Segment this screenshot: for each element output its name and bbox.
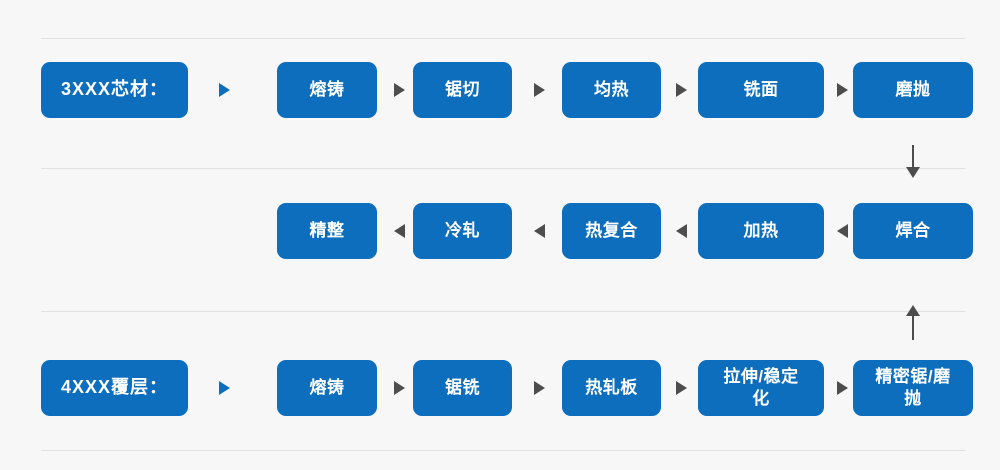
arrow-core-header-to-melt [219, 83, 230, 97]
arrow-core-soak-to-mill [676, 83, 687, 97]
node-core-melt[interactable]: 熔铸 [277, 62, 377, 118]
node-label-line1: 拉伸/稳定 [723, 366, 799, 386]
node-label: 熔铸 [309, 377, 345, 397]
node-label: 锯切 [445, 79, 480, 99]
arrow-core-mill-to-polish [837, 83, 848, 97]
node-clad-hotroll[interactable]: 热轧板 [562, 360, 661, 416]
node-clad-precise[interactable]: 精密锯/磨 抛 [853, 360, 973, 416]
arrow-clad-sawmill-to-hotroll [534, 381, 545, 395]
arrow-clad-melt-to-sawmill [394, 381, 405, 395]
connector-row2-to-row3-arrow [906, 305, 920, 345]
node-core-soak[interactable]: 均热 [562, 62, 661, 118]
node-core-saw[interactable]: 锯切 [413, 62, 512, 118]
connector-row1-to-row2-arrow [906, 145, 920, 185]
node-clad-stretch[interactable]: 拉伸/稳定 化 [698, 360, 824, 416]
arrow-clad-stretch-to-precise [837, 381, 848, 395]
node-core-polish[interactable]: 磨抛 [853, 62, 973, 118]
node-label-line2: 化 [752, 389, 770, 408]
node-label: 热复合 [585, 220, 638, 240]
arrow-roll-heat-to-hotclad [676, 224, 687, 238]
node-clad-sawmill[interactable]: 锯铣 [413, 360, 512, 416]
arrow-core-saw-to-soak [534, 83, 545, 97]
arrow-core-melt-to-saw [394, 83, 405, 97]
node-label: 铣面 [743, 79, 779, 99]
arrow-clad-hotroll-to-stretch [676, 381, 687, 395]
node-core-header[interactable]: 3XXX芯材： [41, 62, 188, 118]
divider-top [41, 38, 965, 39]
node-label: 3XXX芯材： [60, 79, 169, 100]
connector-shaft [912, 316, 914, 340]
node-label: 均热 [594, 79, 629, 99]
node-core-mill[interactable]: 铣面 [698, 62, 824, 118]
node-label: 锯铣 [445, 377, 480, 397]
arrow-roll-weld-to-heat [837, 224, 848, 238]
connector-shaft [912, 145, 914, 169]
arrow-roll-cold-to-finish [394, 224, 405, 238]
node-label-line2: 抛 [904, 389, 922, 408]
divider-row2-row3 [41, 311, 965, 312]
node-label: 冷轧 [445, 220, 480, 240]
node-roll-cold[interactable]: 冷轧 [413, 203, 512, 259]
node-clad-header[interactable]: 4XXX覆层： [41, 360, 188, 416]
node-label: 4XXX覆层： [60, 377, 169, 398]
divider-bottom [41, 450, 965, 451]
node-label: 磨抛 [895, 79, 931, 99]
node-clad-melt[interactable]: 熔铸 [277, 360, 377, 416]
arrow-down-icon [906, 167, 920, 178]
arrow-roll-hotclad-to-cold [534, 224, 545, 238]
node-roll-weld[interactable]: 焊合 [853, 203, 973, 259]
node-roll-finish[interactable]: 精整 [277, 203, 377, 259]
node-label: 精整 [309, 220, 345, 240]
node-label: 热轧板 [585, 377, 638, 397]
arrow-clad-header-to-melt [219, 381, 230, 395]
node-roll-heat[interactable]: 加热 [698, 203, 824, 259]
arrow-up-icon [906, 305, 920, 316]
divider-row1-row2 [41, 168, 965, 169]
node-roll-hotclad[interactable]: 热复合 [562, 203, 661, 259]
node-label: 加热 [743, 220, 779, 240]
node-label: 焊合 [895, 220, 931, 240]
node-label: 熔铸 [309, 79, 345, 99]
node-label-line1: 精密锯/磨 [875, 366, 951, 386]
